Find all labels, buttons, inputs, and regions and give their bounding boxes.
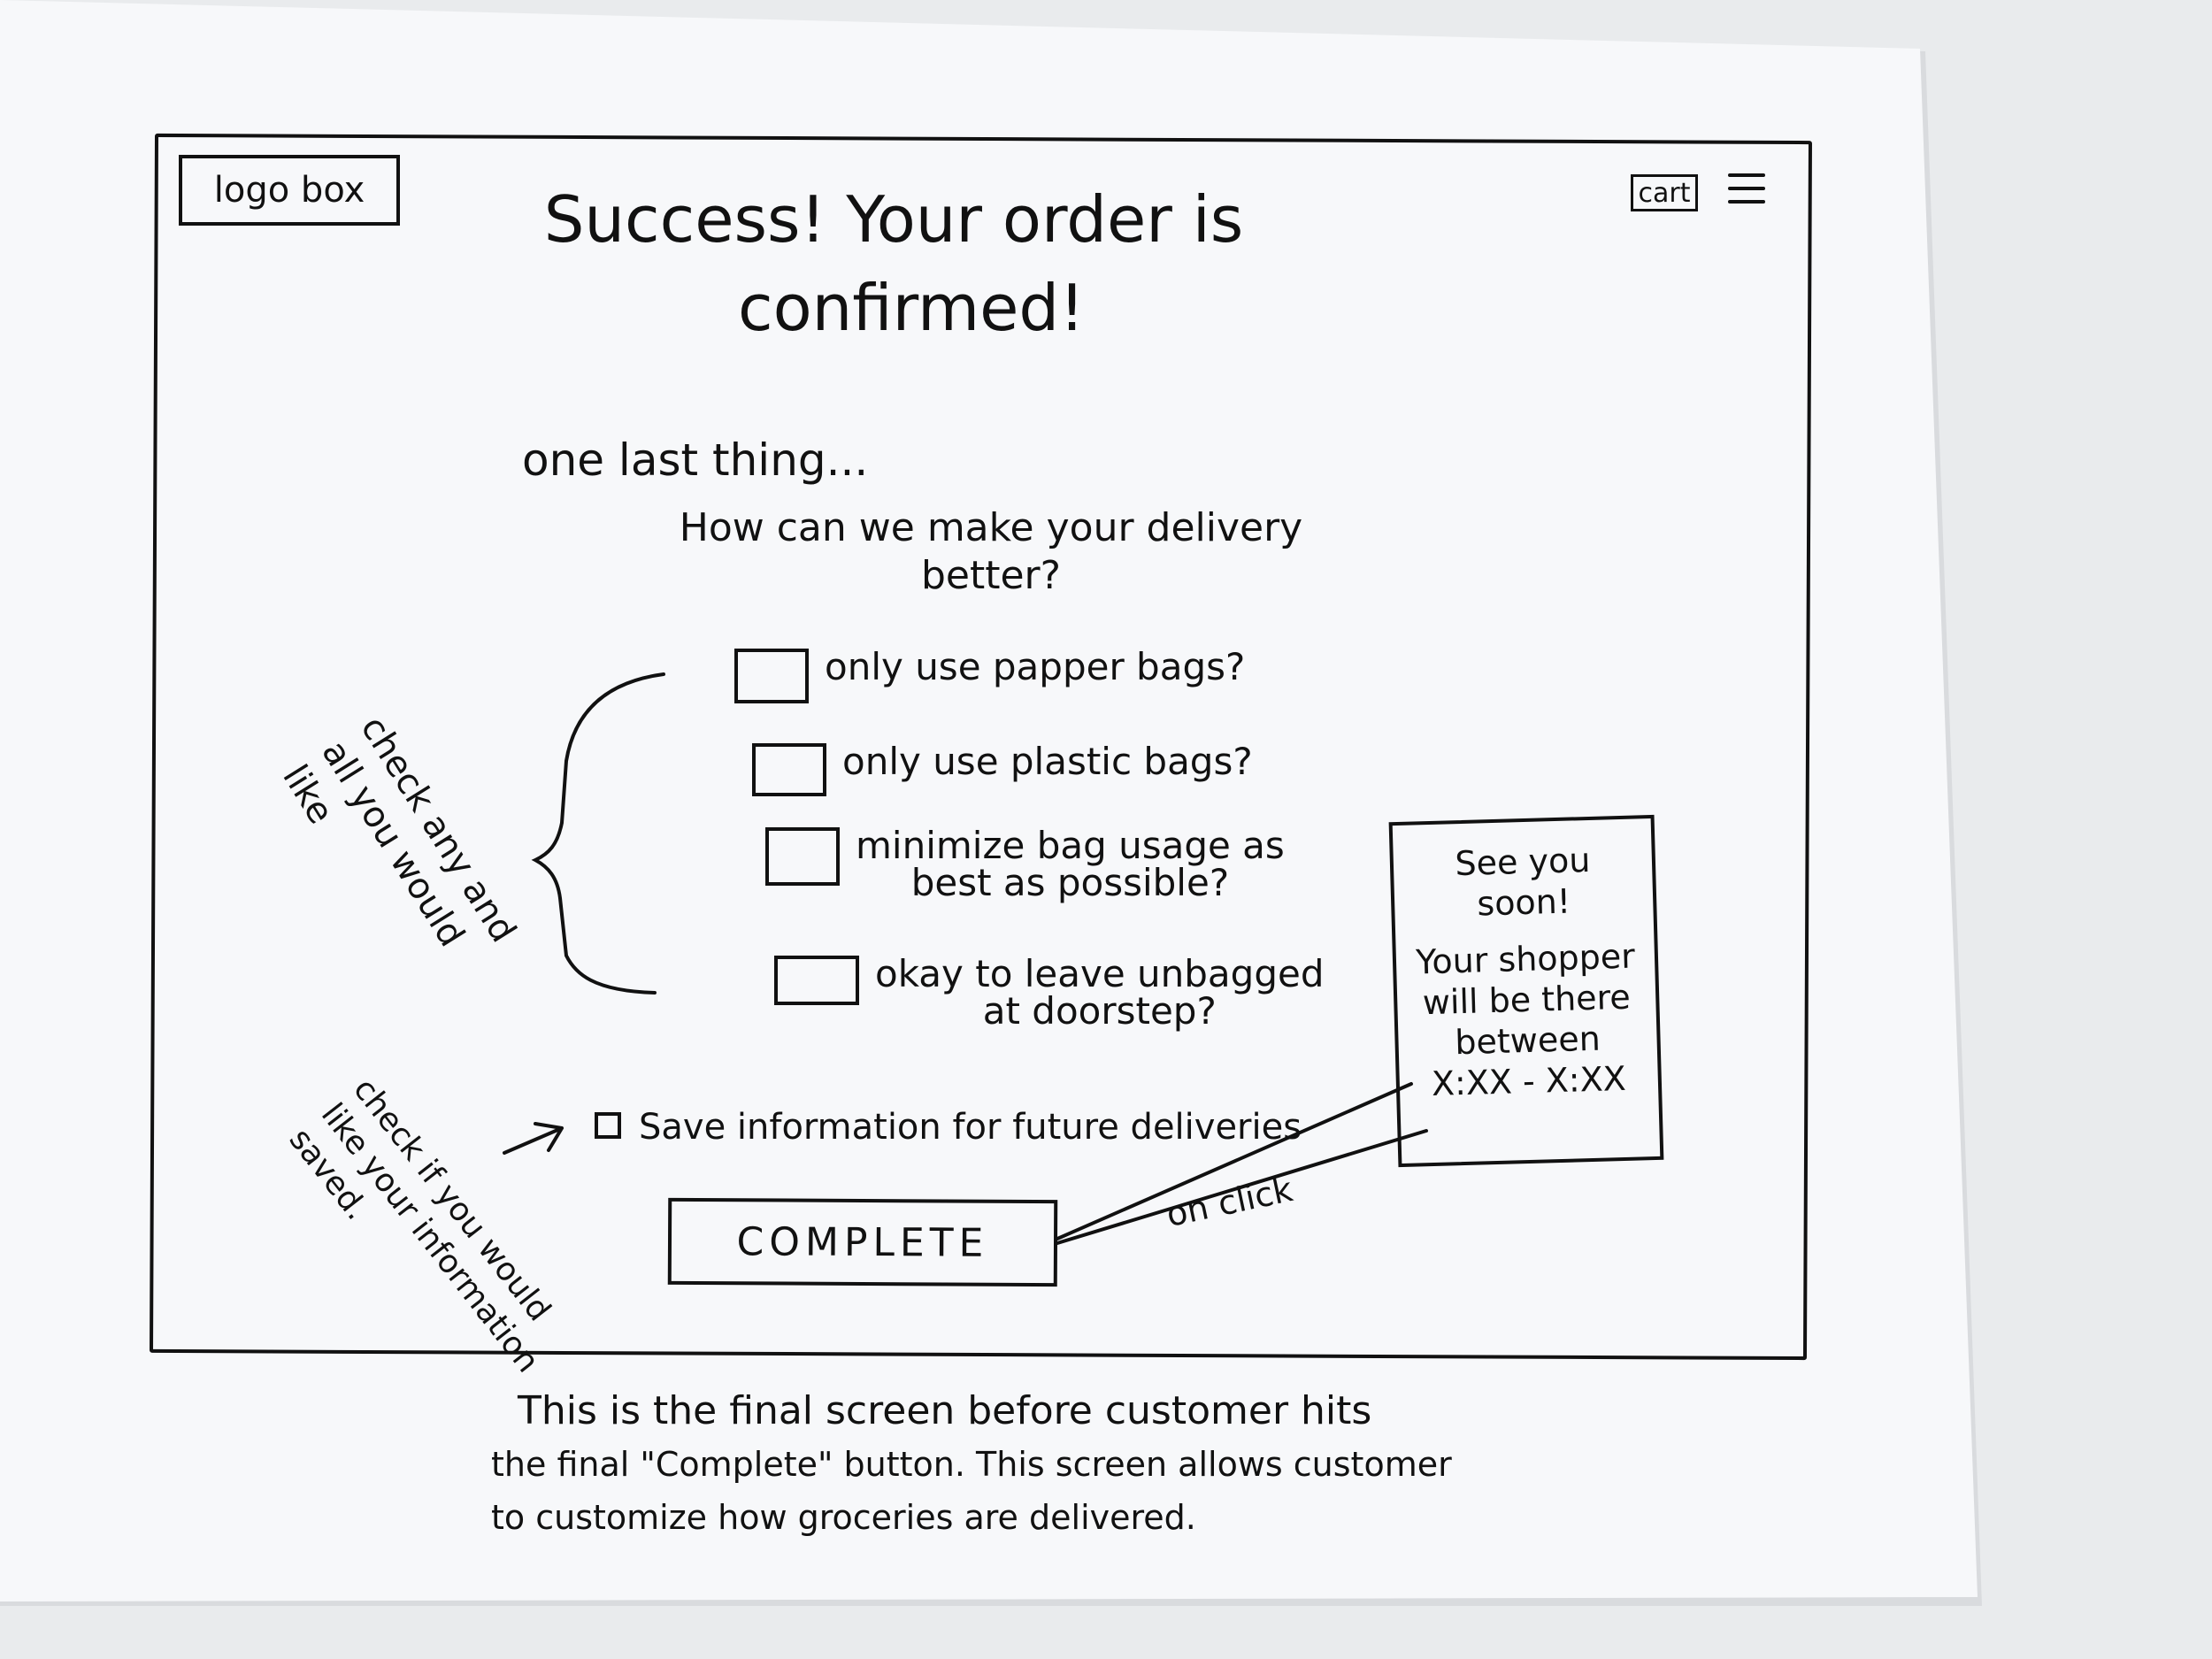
intro-text: one last thing... [522, 434, 869, 486]
option-paper-bags[interactable]: only use papper bags? [734, 649, 1245, 703]
menu-line-icon [1728, 173, 1765, 177]
logo-label: logo box [213, 170, 365, 211]
logo-box[interactable]: logo box [179, 155, 400, 226]
option-plastic-bags[interactable]: only use plastic bags? [752, 743, 1253, 796]
paper-sheet [0, 0, 1978, 1601]
question-line-2: better? [920, 553, 1062, 598]
curly-brace [531, 672, 665, 995]
page-title: Success! Your order is confirmed! [495, 175, 1292, 352]
option-label-line-2: at doorstep? [982, 989, 1217, 1033]
checkbox[interactable] [752, 743, 826, 796]
cart-icon[interactable]: cart [1631, 174, 1698, 211]
caption-line-2: the final "Complete" button. This screen… [491, 1445, 1452, 1484]
checkbox[interactable] [734, 649, 809, 703]
option-leave-unbagged[interactable]: okay to leave unbagged at doorstep? [774, 956, 1325, 1030]
caption-line-3: to customize how groceries are delivered… [491, 1498, 1196, 1537]
title-line-1: Success! Your order is [543, 182, 1244, 257]
checkbox[interactable] [774, 956, 859, 1005]
arrow-to-save [503, 1122, 564, 1155]
save-info-checkbox[interactable] [595, 1112, 621, 1139]
save-info-label: Save information for future deliveries [639, 1107, 1302, 1148]
option-label: okay to leave unbagged [875, 952, 1325, 995]
option-label: only use papper bags? [825, 645, 1246, 688]
hamburger-menu-icon[interactable] [1728, 173, 1765, 209]
question-line-1: How can we make your delivery [679, 505, 1303, 550]
menu-line-icon [1728, 187, 1765, 190]
caption-line-1: This is the final screen before customer… [518, 1388, 1372, 1433]
save-info-checkbox-row[interactable]: Save information for future deliveries [595, 1109, 1302, 1146]
option-minimize-bags[interactable]: minimize bag usage as best as possible? [765, 827, 1285, 902]
popup-connector [1056, 1082, 1428, 1245]
caption: This is the final screen before customer… [491, 1385, 1517, 1544]
checkbox[interactable] [765, 827, 840, 886]
cart-label: cart [1638, 177, 1691, 209]
title-line-2: confirmed! [738, 271, 1085, 345]
option-label-line-2: best as possible? [910, 861, 1230, 904]
option-label: only use plastic bags? [842, 740, 1253, 783]
option-label: minimize bag usage as [856, 824, 1285, 867]
menu-line-icon [1728, 200, 1765, 204]
question-text: How can we make your delivery better? [655, 504, 1327, 600]
